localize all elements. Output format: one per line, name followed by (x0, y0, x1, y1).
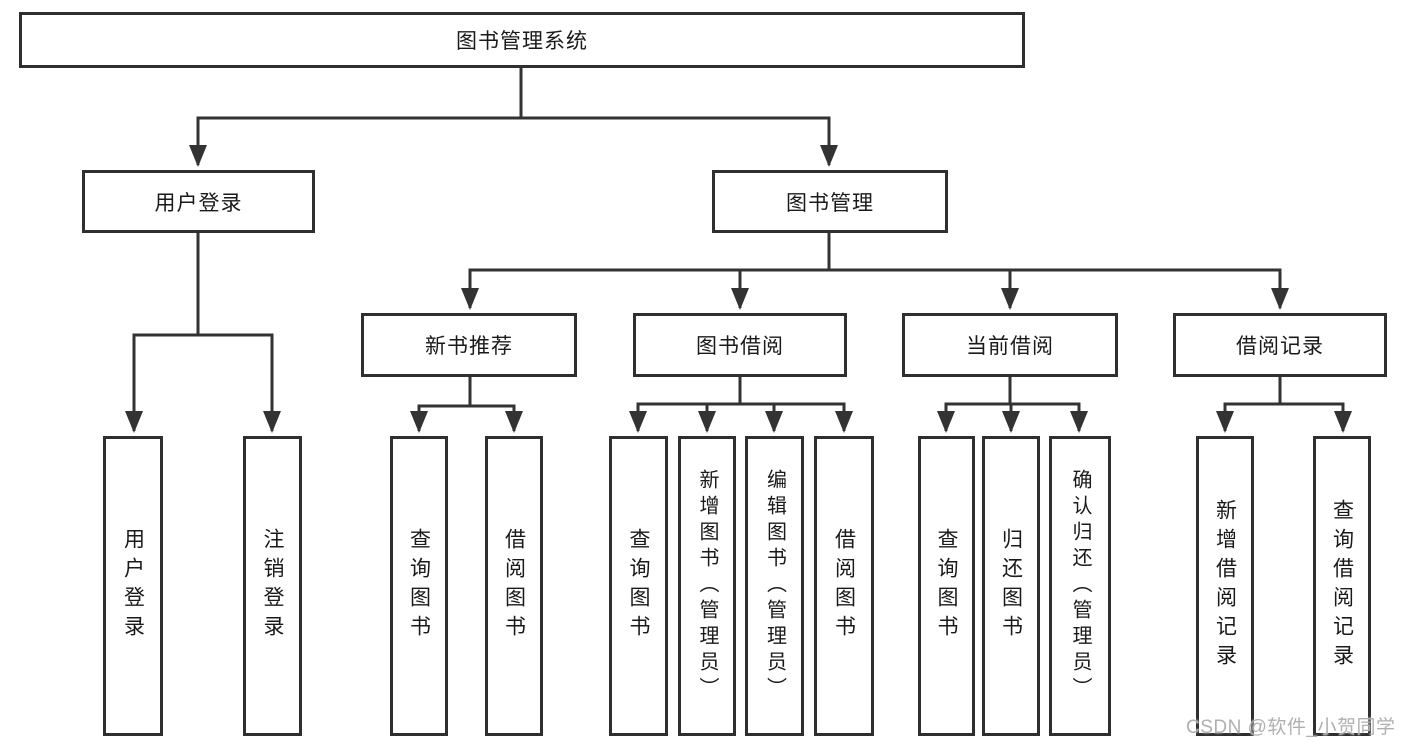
connector-current-borrowing-split (944, 375, 1081, 406)
node-label: 新增借阅记录 (1213, 499, 1237, 673)
leaf-bb-add-books-admin: 新增图书（管理员） (678, 436, 736, 736)
leaf-br-query-record: 查询借阅记录 (1313, 436, 1371, 736)
node-user-login: 用户登录 (82, 170, 315, 233)
node-current-borrowing: 当前借阅 (902, 313, 1118, 377)
node-label: 归还图书 (999, 528, 1023, 644)
connector-new-book-recommend-split (417, 375, 516, 408)
node-label: 图书借阅 (696, 335, 784, 358)
leaf-bb-query-books: 查询图书 (609, 436, 668, 736)
node-label: 用户登录 (121, 528, 145, 644)
node-label: 用户登录 (154, 191, 243, 215)
leaf-logout: 注销登录 (243, 436, 302, 736)
node-label: 借阅图书 (832, 528, 856, 644)
node-label: 新增图书（管理员） (696, 469, 718, 703)
node-label: 确认归还（管理员） (1069, 469, 1091, 703)
node-borrowing-records: 借阅记录 (1173, 313, 1387, 377)
csdn-watermark: CSDN @软件_小贺同学 (1186, 717, 1396, 738)
node-book-borrowing: 图书借阅 (633, 313, 847, 377)
connector-root-split (196, 66, 831, 120)
node-library-management-system: 图书管理系统 (19, 12, 1025, 68)
node-label: 编辑图书（管理员） (763, 469, 786, 703)
node-book-management: 图书管理 (712, 170, 948, 233)
node-label: 查询图书 (627, 528, 650, 644)
node-new-book-recommend: 新书推荐 (361, 313, 577, 377)
connector-book-management-split (468, 231, 1282, 272)
node-label: 查询借阅记录 (1330, 499, 1354, 673)
leaf-cb-query-books: 查询图书 (918, 436, 975, 736)
leaf-nbr-query-books: 查询图书 (390, 436, 448, 736)
connector-borrowing-records-split (1223, 375, 1345, 406)
node-label: 查询图书 (407, 528, 431, 644)
node-label: 查询图书 (935, 528, 958, 644)
connector-book-borrowing-split (636, 375, 846, 406)
node-label: 图书管理 (786, 191, 874, 215)
node-label: 借阅图书 (502, 528, 526, 644)
node-label: 新书推荐 (425, 335, 513, 358)
leaf-bb-borrow-books: 借阅图书 (814, 436, 874, 736)
leaf-nbr-borrow-books: 借阅图书 (485, 436, 543, 736)
leaf-br-add-record: 新增借阅记录 (1196, 436, 1254, 736)
node-label: 借阅记录 (1236, 335, 1324, 358)
leaf-cb-confirm-return-admin: 确认归还（管理员） (1049, 436, 1111, 736)
leaf-cb-return-books: 归还图书 (982, 436, 1040, 736)
leaf-user-login: 用户登录 (103, 436, 163, 736)
node-label: 当前借阅 (966, 335, 1054, 358)
leaf-bb-edit-books-admin: 编辑图书（管理员） (745, 436, 804, 736)
connector-user-login-split (132, 231, 274, 337)
node-label: 注销登录 (261, 528, 284, 644)
node-label: 图书管理系统 (456, 30, 588, 53)
